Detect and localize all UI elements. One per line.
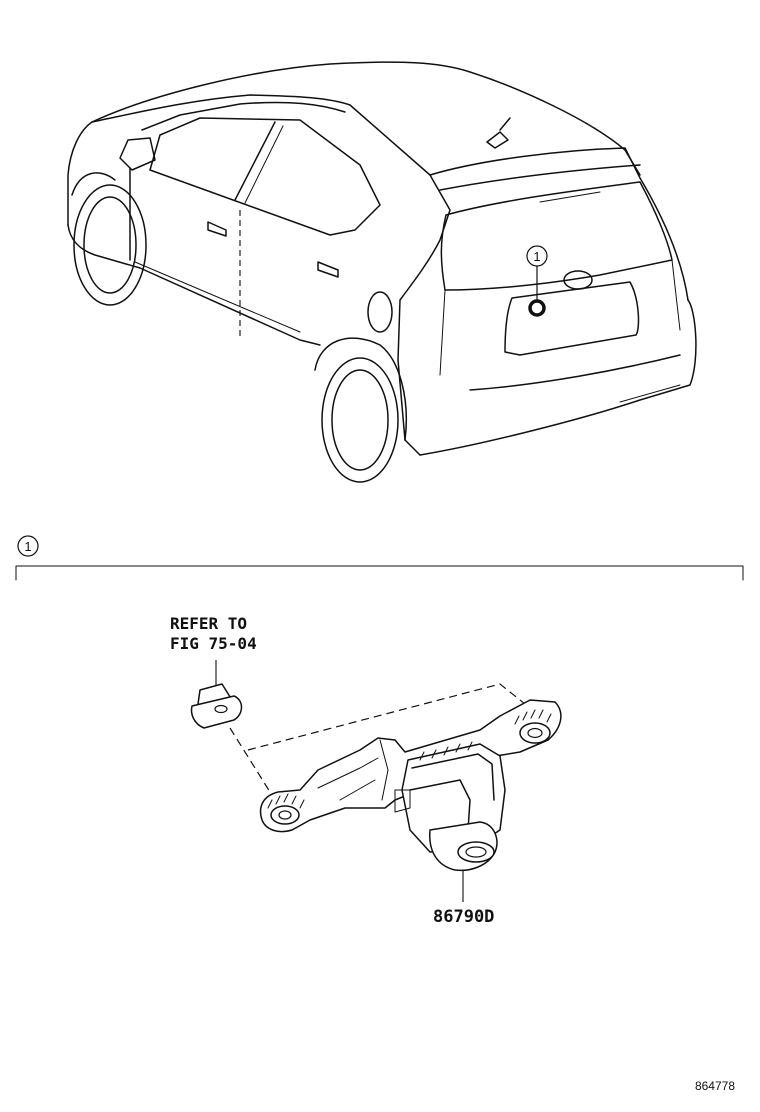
- figure-reference-label: FIG 75-04: [170, 634, 257, 653]
- clip-fastener: [190, 660, 243, 729]
- detail-callout-number: 1: [24, 539, 31, 554]
- part-number-label: 86790D: [433, 907, 494, 927]
- detail-bracket: 1: [15, 535, 744, 581]
- refer-to-label: REFER TO: [170, 614, 247, 633]
- backup-camera-assembly: [229, 683, 562, 902]
- vehicle-callout: 1: [526, 245, 548, 301]
- vehicle-illustration: [67, 61, 697, 483]
- vehicle-callout-number: 1: [533, 249, 540, 264]
- illustration-id: 864778: [695, 1079, 735, 1093]
